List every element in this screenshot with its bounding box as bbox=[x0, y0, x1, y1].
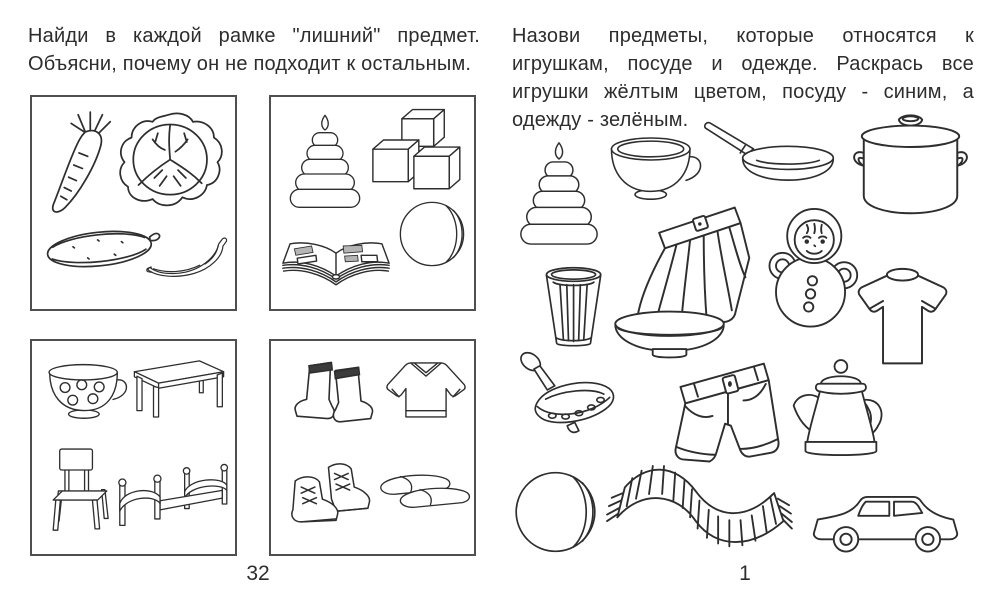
toy-car-drawing bbox=[812, 496, 959, 553]
bowl-drawing bbox=[614, 310, 725, 359]
frame-furniture bbox=[30, 339, 237, 556]
shorts-drawing bbox=[674, 362, 780, 463]
polka-dot-cup-drawing bbox=[48, 363, 128, 419]
frame-toys bbox=[269, 95, 476, 311]
right-instruction-line: Назови предметы, которые относятся к bbox=[512, 25, 974, 47]
cabbage-drawing bbox=[119, 112, 223, 207]
coffee-pot-drawing bbox=[792, 359, 883, 456]
building-blocks-drawing bbox=[372, 108, 461, 190]
t-shirt-drawing bbox=[857, 267, 948, 365]
ball-drawing bbox=[515, 471, 596, 553]
right-page-number: 1 bbox=[739, 562, 751, 585]
pyramid-toy-drawing bbox=[289, 114, 361, 208]
ball-drawing bbox=[399, 201, 465, 267]
striped-scarf-drawing bbox=[606, 465, 793, 548]
chair-drawing bbox=[52, 448, 109, 531]
frying-pan-drawing bbox=[703, 121, 835, 181]
bed-drawing bbox=[118, 463, 229, 527]
spinning-top-drawing bbox=[520, 351, 615, 434]
carrot-drawing bbox=[51, 111, 112, 213]
table-drawing bbox=[133, 360, 225, 418]
frame-clothing bbox=[269, 339, 476, 556]
left-page-number: 32 bbox=[246, 562, 270, 585]
pyramid-toy-drawing bbox=[520, 142, 598, 245]
cooking-pot-drawing bbox=[853, 114, 968, 215]
slippers-drawing bbox=[380, 474, 471, 508]
lace-up-boots-drawing bbox=[291, 463, 371, 523]
left-instruction-line: Найди в каждой рамке "лишний" предмет. bbox=[28, 25, 480, 47]
left-instruction: Найди в каждой рамке "лишний" предмет. О… bbox=[28, 22, 480, 78]
faceted-glass-drawing bbox=[545, 266, 602, 347]
right-instruction-line: игрушкам, посуде и одежде. Раскрась все bbox=[512, 53, 974, 75]
right-instruction: Назови предметы, которые относятся к игр… bbox=[512, 22, 974, 134]
right-instruction-line: одежду - зелёным. bbox=[512, 109, 689, 131]
banana-drawing bbox=[146, 237, 228, 277]
frame-vegetables bbox=[30, 95, 237, 311]
cucumber-drawing bbox=[46, 230, 161, 268]
rubber-boots-drawing bbox=[294, 361, 374, 423]
teacup-drawing bbox=[610, 137, 702, 200]
sweater-drawing bbox=[386, 362, 466, 418]
open-book-drawing bbox=[282, 242, 390, 286]
left-instruction-line: Объясни, почему он не подходит к остальн… bbox=[28, 53, 472, 75]
roly-poly-doll-drawing bbox=[768, 208, 859, 328]
right-instruction-line: игрушки жёлтым цветом, посуду - синим, а bbox=[512, 81, 974, 103]
